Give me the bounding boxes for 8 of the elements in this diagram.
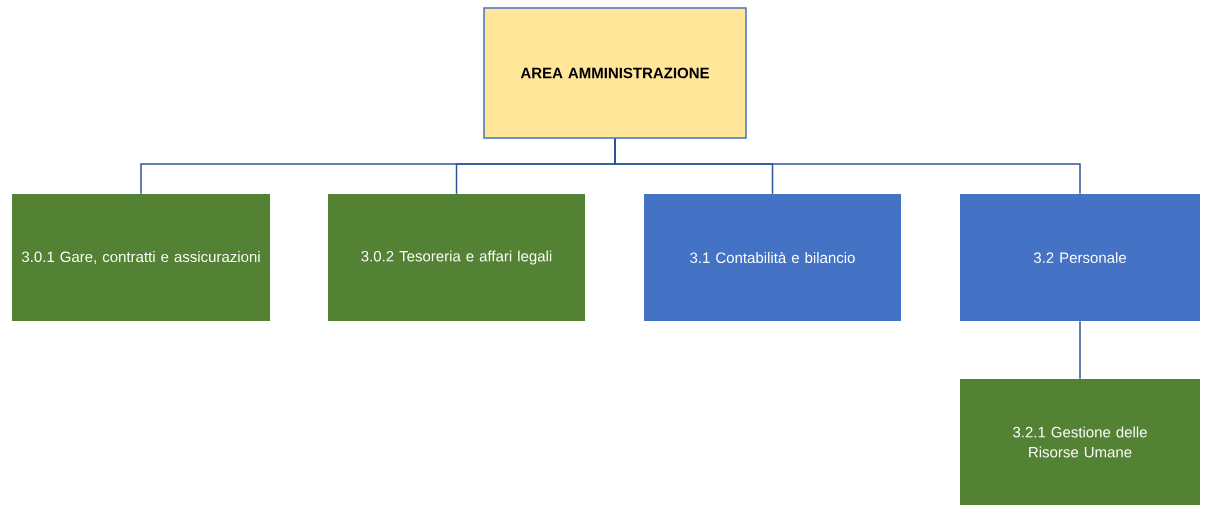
connector-line — [1079, 320, 1081, 380]
org-box: 3.0.1 Gare, contratti e assicurazioni — [12, 194, 270, 321]
connector-line — [614, 138, 1081, 195]
org-box: 3.2.1 Gestione delle Risorse Umane — [960, 379, 1200, 505]
org-box: 3.0.2 Tesoreria e affari legali — [328, 194, 585, 321]
org-box: 3.2 Personale — [960, 194, 1200, 321]
org-box: AREA AMMINISTRAZIONE — [483, 7, 747, 139]
org-box: 3.1 Contabilità e bilancio — [644, 194, 901, 321]
